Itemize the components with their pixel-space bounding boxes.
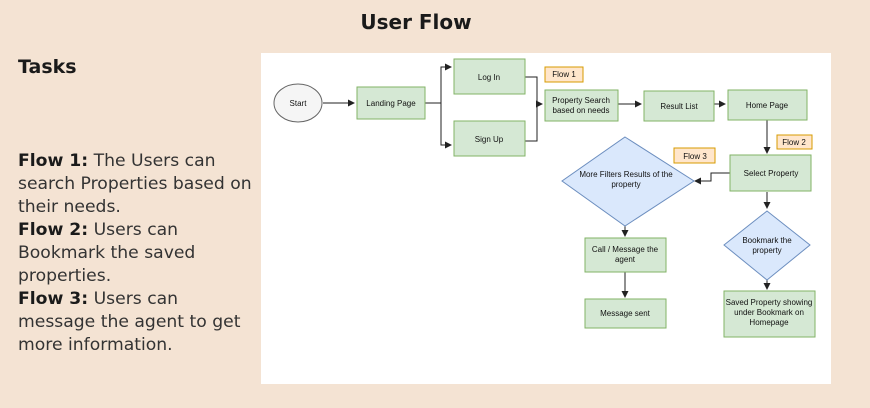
more-filters-label-line2: property xyxy=(611,180,640,189)
saved-property-label-line3: Homepage xyxy=(749,318,789,327)
flow-3-tag xyxy=(673,147,716,164)
edge-signup-search xyxy=(525,104,538,142)
property-search-node xyxy=(544,89,619,122)
flow-1-tag-label: Flow 1 xyxy=(552,70,576,79)
message-sent-label: Message sent xyxy=(600,309,651,318)
flow-2-tag-label: Flow 2 xyxy=(782,138,806,147)
saved-property-node xyxy=(723,290,816,338)
more-filters-decision xyxy=(561,136,695,227)
flow-1-description: Flow 1: The Users can search Properties … xyxy=(18,150,258,219)
saved-property-label-line1: Saved Property showing xyxy=(726,298,813,307)
tasks-description: Flow 1: The Users can search Properties … xyxy=(18,150,258,357)
landing-page-node xyxy=(356,86,426,120)
home-page-node xyxy=(727,89,808,121)
flow-1-text: The Users can search Properties based on… xyxy=(18,151,252,217)
edge-landing-split xyxy=(425,63,452,104)
result-list-label: Result List xyxy=(660,102,698,111)
flow-2-text: Users can Bookmark the saved properties. xyxy=(18,220,196,286)
bookmark-decision xyxy=(723,210,811,281)
saved-property-label-line2: under Bookmark on xyxy=(734,308,804,317)
page-title: User Flow xyxy=(360,10,472,34)
tasks-heading: Tasks xyxy=(18,56,77,78)
bookmark-label-line1: Bookmark the xyxy=(742,236,792,245)
edge-select-filters xyxy=(694,172,730,185)
call-message-node xyxy=(584,237,667,273)
bookmark-label-line2: property xyxy=(752,246,781,255)
flow-3-tag-label: Flow 3 xyxy=(683,152,707,161)
flow-3-description: Flow 3: Users can message the agent to g… xyxy=(18,288,258,357)
edge-login-search xyxy=(525,76,543,108)
flow-3-text: Users can message the agent to get more … xyxy=(18,289,241,355)
flow-3-label: Flow 3: xyxy=(18,289,89,309)
edge-landing-signup xyxy=(440,103,452,149)
signup-label: Sign Up xyxy=(475,135,504,144)
call-message-label-line1: Call / Message the xyxy=(592,245,659,254)
start-node xyxy=(273,83,323,123)
result-list-node xyxy=(643,90,715,122)
landing-page-label: Landing Page xyxy=(366,99,416,108)
login-label: Log In xyxy=(478,73,500,82)
flow-1-label: Flow 1: xyxy=(18,151,89,171)
property-search-label-line1: Property Search xyxy=(552,96,610,105)
select-property-node xyxy=(729,154,812,192)
select-property-label: Select Property xyxy=(744,169,799,178)
property-search-label-line2: based on needs xyxy=(553,106,610,115)
flow-2-tag xyxy=(776,134,813,150)
flow-2-label: Flow 2: xyxy=(18,220,89,240)
signup-node xyxy=(453,120,526,157)
login-node xyxy=(453,58,526,95)
home-page-label: Home Page xyxy=(746,101,789,110)
start-label: Start xyxy=(290,99,308,108)
flow-1-tag xyxy=(544,66,584,83)
flow-diagram-panel: Start Landing Page Log In Sign Up Flow 1… xyxy=(261,53,831,384)
call-message-label-line2: agent xyxy=(615,255,636,264)
message-sent-node xyxy=(584,298,667,329)
flow-diagram: Start Landing Page Log In Sign Up Flow 1… xyxy=(273,58,816,338)
flow-2-description: Flow 2: Users can Bookmark the saved pro… xyxy=(18,219,258,288)
more-filters-label-line1: More Filters Results of the xyxy=(579,170,673,179)
